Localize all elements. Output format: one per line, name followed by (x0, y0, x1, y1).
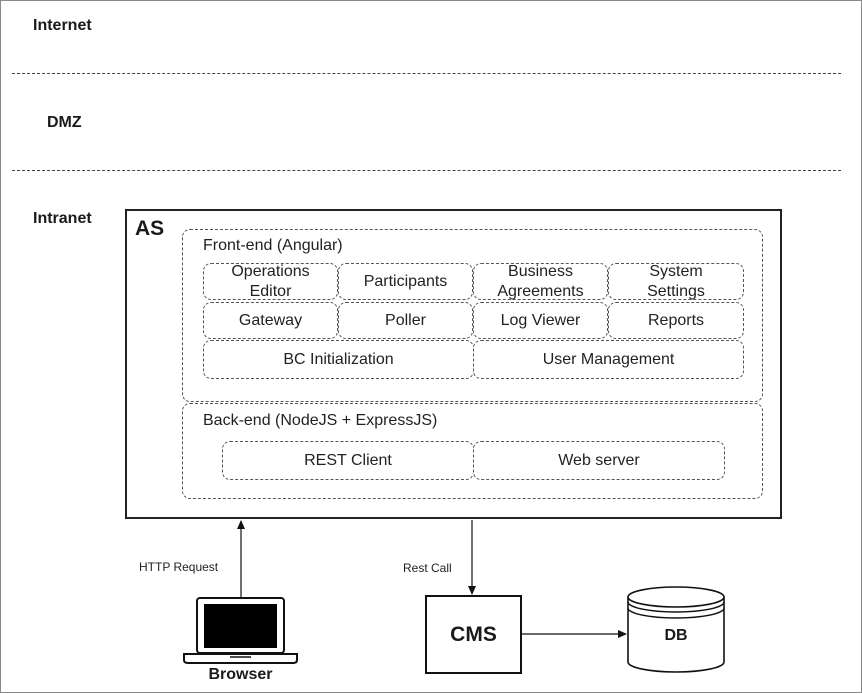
as-title: AS (135, 217, 165, 240)
database-cylinder-icon (627, 586, 725, 673)
module-bc-initialization-label: BC Initialization (283, 350, 394, 368)
module-rest-client: REST Client (222, 441, 474, 480)
rest-call-label: Rest Call (403, 561, 452, 575)
zone-label-intranet: Intranet (33, 210, 92, 227)
module-bc-initialization: BC Initialization (203, 340, 474, 379)
module-participants: Participants (338, 263, 473, 300)
zone-divider-dmz-intranet (12, 170, 841, 171)
backend-group-title: Back-end (NodeJS + ExpressJS) (203, 412, 438, 429)
module-participants-label: Participants (363, 272, 448, 290)
cms-box (425, 595, 522, 674)
module-rest-client-label: REST Client (304, 451, 392, 469)
module-operations-editor-line1: Operations (231, 262, 310, 280)
zone-label-internet: Internet (33, 17, 92, 34)
module-gateway-label: Gateway (238, 311, 303, 329)
module-reports: Reports (608, 302, 744, 339)
module-business-agreements-line1: Business (508, 262, 573, 280)
module-user-management-label: User Management (542, 350, 675, 368)
zone-label-dmz: DMZ (47, 114, 82, 131)
module-log-viewer-label: Log Viewer (500, 311, 581, 329)
module-log-viewer: Log Viewer (473, 302, 608, 339)
cms-label: CMS (450, 623, 497, 646)
module-poller-label: Poller (385, 311, 426, 329)
laptop-icon (183, 597, 298, 664)
module-web-server-label: Web server (558, 451, 640, 469)
db-label: DB (664, 627, 688, 644)
module-poller: Poller (338, 302, 473, 339)
module-reports-label: Reports (647, 311, 705, 329)
module-web-server: Web server (473, 441, 725, 480)
zone-divider-internet-dmz (12, 73, 841, 74)
module-user-management: User Management (473, 340, 744, 379)
module-system-settings-line1: System (649, 262, 703, 280)
module-operations-editor-line2: Editor (249, 282, 292, 300)
module-system-settings-line2: Settings (647, 282, 705, 300)
module-gateway: Gateway (203, 302, 338, 339)
module-business-agreements-line2: Agreements (497, 282, 584, 300)
frontend-group-title: Front-end (Angular) (203, 237, 343, 254)
browser-label: Browser (208, 666, 273, 683)
http-request-label: HTTP Request (139, 560, 219, 574)
